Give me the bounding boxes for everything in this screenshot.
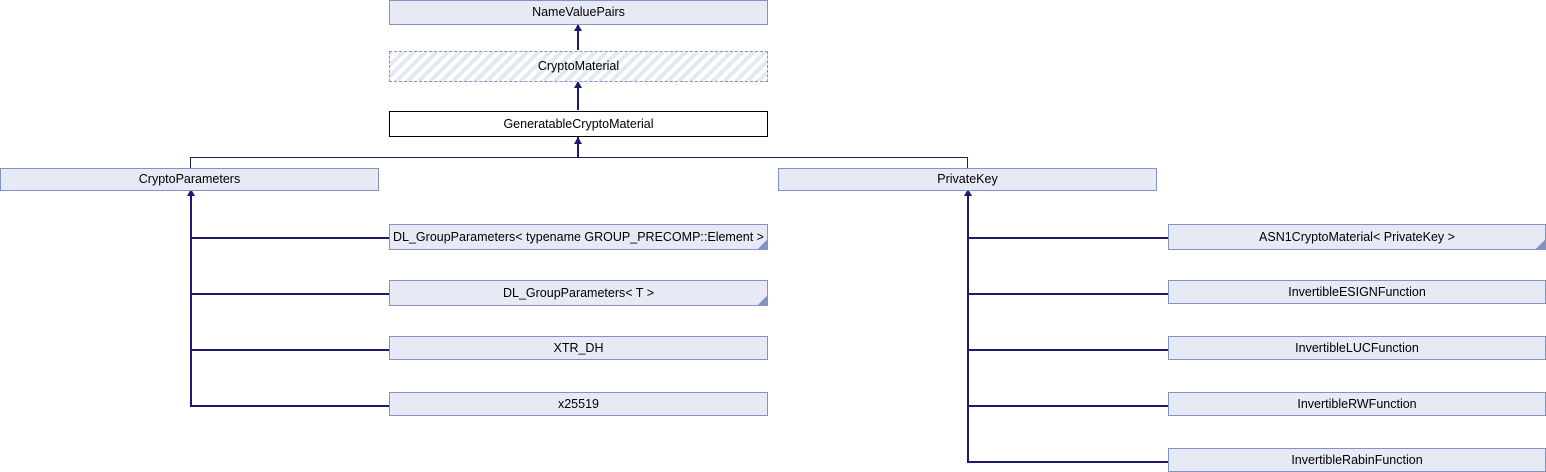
node-invertiblelucfunction[interactable]: InvertibleLUCFunction: [1168, 336, 1546, 360]
edge-branch-x25519: [190, 405, 389, 407]
arrowhead-generatable: [574, 137, 582, 144]
node-cryptomaterial-label: CryptoMaterial: [537, 59, 620, 74]
node-xtr-dh-label: XTR_DH: [553, 340, 604, 355]
node-cryptoparameters[interactable]: CryptoParameters: [0, 168, 379, 191]
arrowhead-namevaluepairs: [574, 24, 582, 31]
node-invertiblerabinfunction-label: InvertibleRabinFunction: [1291, 452, 1423, 467]
node-asn1cryptomaterial-privatekey[interactable]: ASN1CryptoMaterial< PrivateKey >: [1168, 224, 1546, 250]
edge-branch-dl-group-parameters-t: [190, 293, 389, 295]
node-invertibleesignfunction-label: InvertibleESIGNFunction: [1288, 284, 1426, 299]
node-dl-groupparameters-element-label: DL_GroupParameters< typename GROUP_PRECO…: [393, 229, 764, 244]
node-invertibleesignfunction[interactable]: InvertibleESIGNFunction: [1168, 280, 1546, 304]
edge-branch-xtr-dh: [190, 349, 389, 351]
node-invertiblerabinfunction[interactable]: InvertibleRabinFunction: [1168, 448, 1546, 472]
edge-branch-invertible-rabin: [967, 461, 1168, 463]
arrowhead-privatekey: [964, 189, 972, 196]
node-dl-groupparameters-element[interactable]: DL_GroupParameters< typename GROUP_PRECO…: [389, 224, 768, 250]
node-dl-groupparameters-t-label: DL_GroupParameters< T >: [502, 285, 654, 300]
edge-trunk-cryptoparameters: [190, 190, 192, 406]
node-namevaluepairs-label: NameValuePairs: [532, 5, 625, 20]
edge-drop-to-cryptoparameters: [190, 157, 191, 169]
node-dl-groupparameters-t[interactable]: DL_GroupParameters< T >: [389, 280, 768, 306]
node-namevaluepairs[interactable]: NameValuePairs: [389, 0, 768, 25]
node-invertiblelucfunction-label: InvertibleLUCFunction: [1295, 340, 1419, 355]
edge-cryptomaterial-to-namevaluepairs: [577, 25, 579, 50]
edge-branch-invertible-esign: [967, 293, 1168, 295]
node-invertiblerwfunction[interactable]: InvertibleRWFunction: [1168, 392, 1546, 416]
edge-branch-invertible-luc: [967, 349, 1168, 351]
edge-branch-invertible-rw: [967, 405, 1168, 407]
node-privatekey-label: PrivateKey: [937, 172, 998, 187]
edge-trunk-privatekey: [967, 190, 969, 462]
node-generatablecryptomaterial-label: GeneratableCryptoMaterial: [503, 116, 654, 131]
edge-drop-to-privatekey: [967, 157, 968, 169]
edge-branch-asn1cryptomaterial: [967, 237, 1168, 239]
node-x25519-label: x25519: [557, 396, 599, 411]
node-privatekey[interactable]: PrivateKey: [778, 168, 1157, 191]
arrowhead-cryptoparameters: [187, 189, 195, 196]
node-x25519[interactable]: x25519: [389, 392, 768, 416]
edge-generatable-stub: [577, 137, 579, 158]
node-xtr-dh[interactable]: XTR_DH: [389, 336, 768, 360]
arrowhead-cryptomaterial: [574, 81, 582, 88]
node-cryptoparameters-label: CryptoParameters: [138, 172, 241, 187]
edge-generatable-to-cryptomaterial: [577, 82, 579, 110]
node-asn1cryptomaterial-privatekey-label: ASN1CryptoMaterial< PrivateKey >: [1259, 229, 1455, 244]
node-cryptomaterial[interactable]: CryptoMaterial: [389, 51, 768, 82]
edge-branch-dl-group-parameters-element: [190, 237, 389, 239]
edge-bus-generatable-children: [190, 157, 968, 158]
node-invertiblerwfunction-label: InvertibleRWFunction: [1297, 396, 1417, 411]
node-generatablecryptomaterial[interactable]: GeneratableCryptoMaterial: [389, 111, 768, 137]
